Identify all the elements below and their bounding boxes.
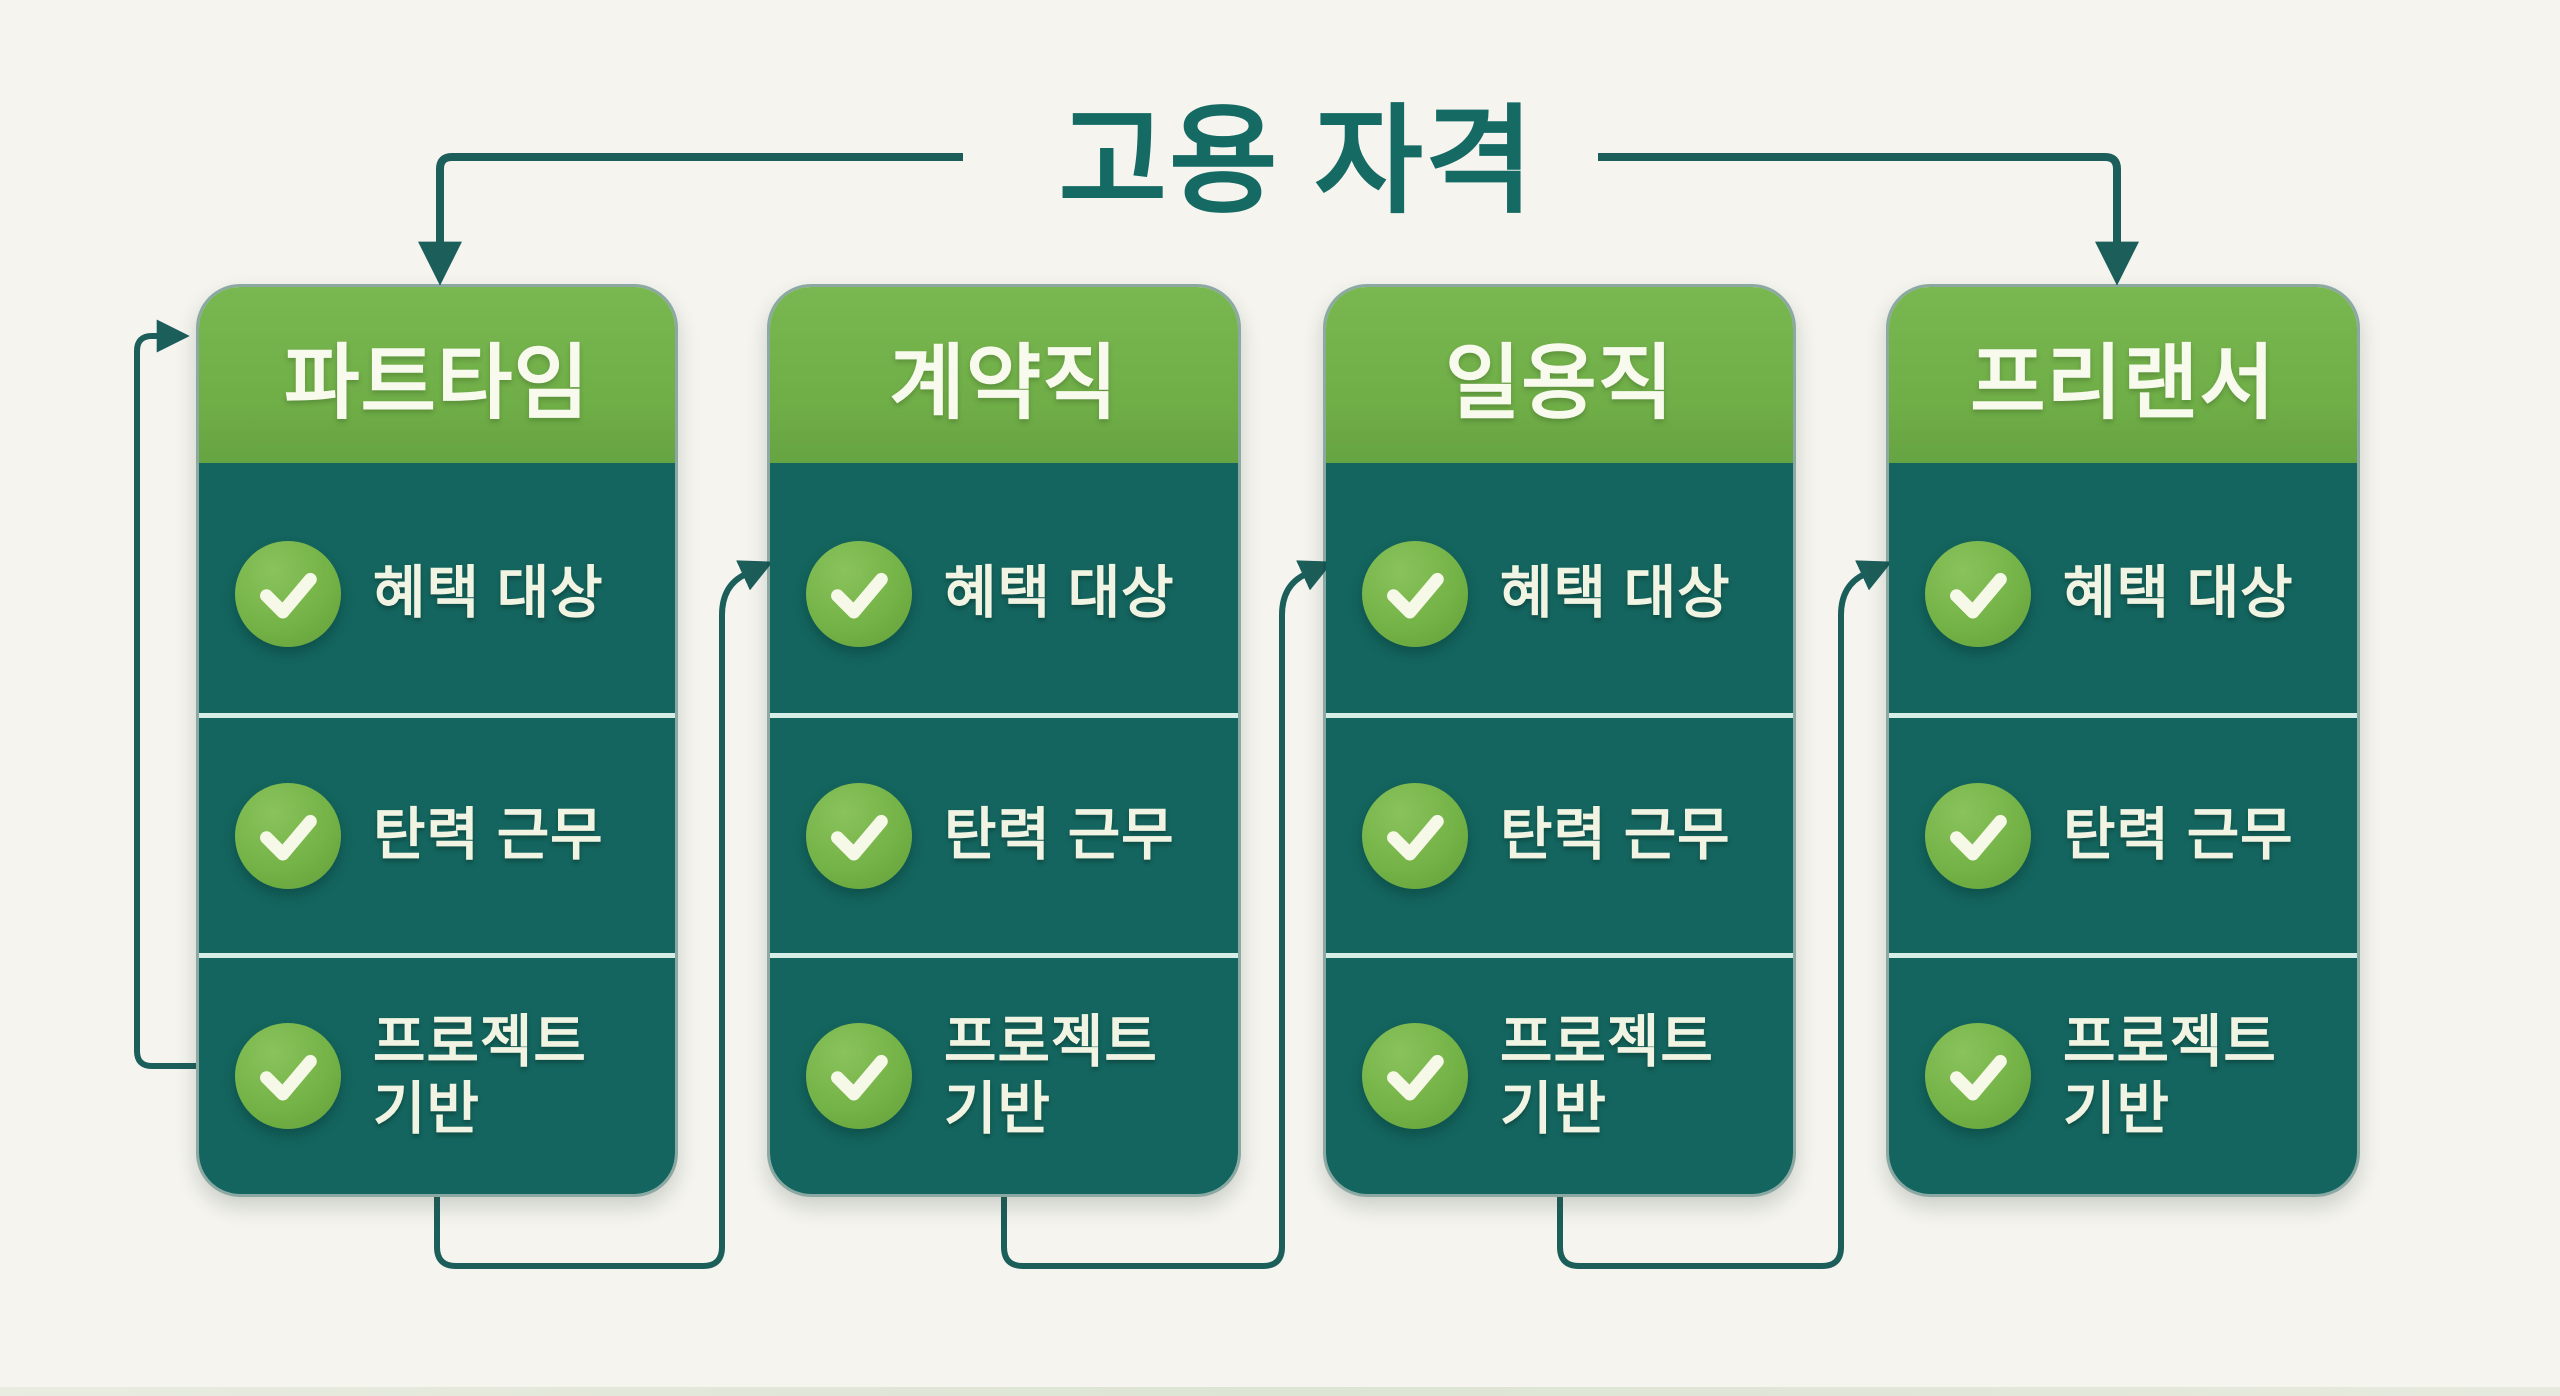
feature-row: 프로젝트 기반 xyxy=(770,953,1238,1194)
feature-row: 탄력 근무 xyxy=(1326,713,1793,953)
feature-label: 혜택 대상 xyxy=(373,561,604,626)
arrow-title-to-col4 xyxy=(1598,153,2139,286)
feature-row: 탄력 근무 xyxy=(1889,713,2357,953)
feature-row: 탄력 근무 xyxy=(199,713,675,953)
bottom-edge-strip xyxy=(0,1387,2560,1396)
check-icon xyxy=(806,1023,912,1129)
column-body: 혜택 대상 탄력 근무 프로젝트 기반 xyxy=(1326,463,1793,1194)
check-icon xyxy=(806,541,912,647)
column-body: 혜택 대상 탄력 근무 프로젝트 기반 xyxy=(770,463,1238,1194)
check-icon xyxy=(1925,541,2031,647)
feature-label: 탄력 근무 xyxy=(2063,802,2294,867)
check-icon xyxy=(1925,782,2031,889)
column-header: 프리랜서 xyxy=(1889,287,2357,463)
column-header: 일용직 xyxy=(1326,287,1793,463)
column-header: 파트타임 xyxy=(199,287,675,463)
feature-label: 프로젝트 기반 xyxy=(1500,1009,1714,1141)
check-icon xyxy=(1925,1023,2031,1129)
check-icon xyxy=(235,1023,341,1129)
feature-row: 혜택 대상 xyxy=(199,463,675,713)
column-header: 계약직 xyxy=(770,287,1238,463)
feature-label: 혜택 대상 xyxy=(944,561,1175,626)
arrow-title-to-col1 xyxy=(418,153,963,286)
page-title: 고용 자격 xyxy=(1058,96,1536,228)
feature-label: 탄력 근무 xyxy=(1500,802,1731,867)
check-icon xyxy=(1362,782,1468,889)
feature-label: 혜택 대상 xyxy=(1500,561,1731,626)
feature-label: 프로젝트 기반 xyxy=(2063,1009,2277,1141)
check-icon xyxy=(1362,541,1468,647)
feature-row: 프로젝트 기반 xyxy=(1889,953,2357,1194)
column-body: 혜택 대상 탄력 근무 프로젝트 기반 xyxy=(1889,463,2357,1194)
feature-row: 혜택 대상 xyxy=(770,463,1238,713)
arrow-loop-col1 xyxy=(134,319,196,1069)
column-freelancer: 프리랜서 혜택 대상 탄력 근무 프로젝트 기반 xyxy=(1886,284,2360,1197)
feature-label: 혜택 대상 xyxy=(2063,561,2294,626)
feature-row: 프로젝트 기반 xyxy=(1326,953,1793,1194)
column-body: 혜택 대상 탄력 근무 프로젝트 기반 xyxy=(199,463,675,1194)
feature-label: 탄력 근무 xyxy=(944,802,1175,867)
feature-row: 탄력 근무 xyxy=(770,713,1238,953)
check-icon xyxy=(235,782,341,889)
feature-row: 혜택 대상 xyxy=(1326,463,1793,713)
column-daily: 일용직 혜택 대상 탄력 근무 프로젝트 기반 xyxy=(1323,284,1796,1197)
feature-row: 프로젝트 기반 xyxy=(199,953,675,1194)
feature-label: 탄력 근무 xyxy=(373,802,604,867)
check-icon xyxy=(235,541,341,647)
feature-row: 혜택 대상 xyxy=(1889,463,2357,713)
feature-label: 프로젝트 기반 xyxy=(944,1009,1158,1141)
check-icon xyxy=(806,782,912,889)
column-contract: 계약직 혜택 대상 탄력 근무 프로젝트 기반 xyxy=(767,284,1241,1197)
check-icon xyxy=(1362,1023,1468,1129)
feature-label: 프로젝트 기반 xyxy=(373,1009,587,1141)
column-part-time: 파트타임 혜택 대상 탄력 근무 프로젝트 기반 xyxy=(196,284,678,1197)
